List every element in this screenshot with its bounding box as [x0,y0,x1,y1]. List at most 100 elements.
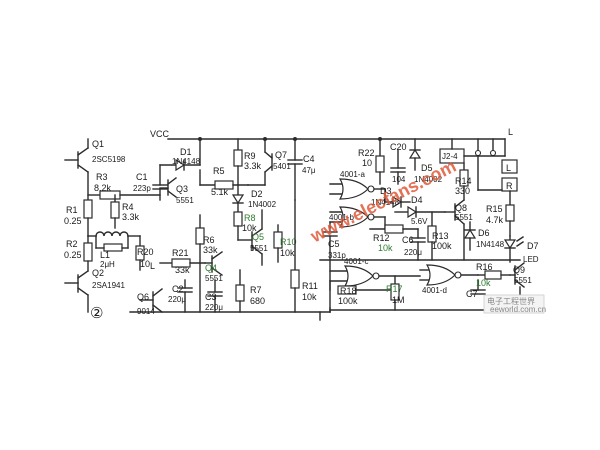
q9-part: 5551 [514,276,532,285]
logo-url: eeworld.com.cn [490,305,546,314]
r3-ref: R3 [96,172,108,182]
resistor-r4 [110,194,120,229]
r9-val: 3.3k [244,161,262,171]
resistor-r20 [135,235,145,271]
q6-ref: Q6 [137,292,149,302]
q7-ref: Q7 [275,150,287,160]
r22-ref: R22 [358,148,375,158]
l1-ref: L1 [100,250,110,260]
capacitor-c1 [152,164,168,201]
r9-ref: R9 [244,151,256,161]
eeworld-logo: 电子工程世界 eeworld.com.cn [483,294,546,314]
resistor-r10 [273,224,283,263]
r10-val: 10k [280,248,295,258]
inductor-l1 [87,231,141,252]
transistor-q5 [237,209,263,266]
r2-val: 0.25 [64,250,82,260]
r3-val: 8.2k [94,183,112,193]
gate-4001-b [329,206,386,228]
r6-ref: R6 [203,235,215,245]
relay-l: L [506,163,511,173]
d1-ref: D1 [180,147,192,157]
figure-marker: ② [90,305,103,322]
capacitor-c2 [177,279,193,313]
c3-val: 220μ [205,303,223,312]
r4-val: 3.3k [122,212,140,222]
gate-d-label: 4001-d [422,286,447,295]
d3-ref: D3 [380,186,392,196]
resistor-r3 [87,190,161,200]
r14-ref: R14 [455,176,472,186]
q6-part: 9014 [137,307,155,316]
r20-ref: R20 [137,247,154,257]
r5-ref: R5 [213,166,225,176]
r6-val: 33k [203,245,218,255]
capacitor-c20 [390,149,406,185]
r4-ref: R4 [122,202,134,212]
d6-part: 1N4148 [476,240,505,249]
resistor-r14 [459,162,469,201]
c6-ref: C6 [402,235,414,245]
vcc-label: VCC [150,129,170,139]
r1-val: 0.25 [64,216,82,226]
r8-ref: R8 [244,213,256,223]
r16-val: 10k [476,278,491,288]
d4-part: 5.6V [411,217,428,226]
relay-label: J2-4 [442,152,458,161]
transistor-q4 [204,251,223,276]
l1-val: 2μH [100,260,115,269]
r11-ref: R11 [302,281,318,291]
resistor-r13 [427,211,437,261]
r13-val: 100k [432,241,452,251]
vcc-rail [167,137,506,141]
q7-part: 5401 [273,162,291,171]
capacitor-c3 [207,279,223,313]
transistor-q1 [64,138,89,173]
logo-cn: 电子工程世界 [487,296,535,306]
transistor-q3 [159,177,177,198]
resistor-r2 [83,235,93,272]
r18-val: 100k [338,296,358,306]
r5-val: 5.1k [211,187,229,197]
c5-val: 331p [328,251,346,260]
r16-ref: R16 [476,262,493,272]
gate-4001-d [419,264,479,286]
resistor-r1 [83,171,93,237]
gate-c-label: 4001-c [344,257,368,266]
q3-ref: Q3 [176,184,188,194]
transistor-q7 [247,138,273,186]
r15-val: 4.7k [486,215,504,225]
gate-4001-c [329,265,421,287]
q5-part: 5551 [250,244,268,253]
d7-part: LED [523,255,539,264]
d3-part: 1N4148 [371,198,400,207]
c4-ref: C4 [303,154,315,164]
resistor-r12 [369,216,419,234]
r22-val: 10 [362,158,372,168]
transistor-q6 [139,288,163,313]
q3-part: 5551 [176,196,194,205]
d2-ref: D2 [251,189,263,199]
r8-val: 10k [242,223,257,233]
c3-ref: C3 [205,292,217,302]
resistor-r11 [290,199,300,313]
d7-ref: D7 [527,241,539,251]
d5-part: 1N4002 [414,175,443,184]
transistor-q2 [64,270,89,313]
d5-ref: D5 [421,163,433,173]
q2-part: 2SA1941 [92,281,125,290]
c1-ref: C1 [136,172,148,182]
resistor-r21 [159,258,206,268]
resistor-r15 [505,190,515,237]
capacitor-c4 [287,138,303,201]
r17-ref: R17 [386,284,403,294]
r11-val: 10k [302,292,317,302]
d1-part: 1N4148 [172,157,201,166]
r14-val: 330 [455,186,470,196]
capacitor-c5 [322,221,338,313]
c20-ref: C20 [390,142,407,152]
transistor-q9 [509,262,525,288]
q5-ref: Q5 [252,232,264,242]
resistor-r8 [233,211,243,241]
d4-ref: D4 [411,195,423,205]
